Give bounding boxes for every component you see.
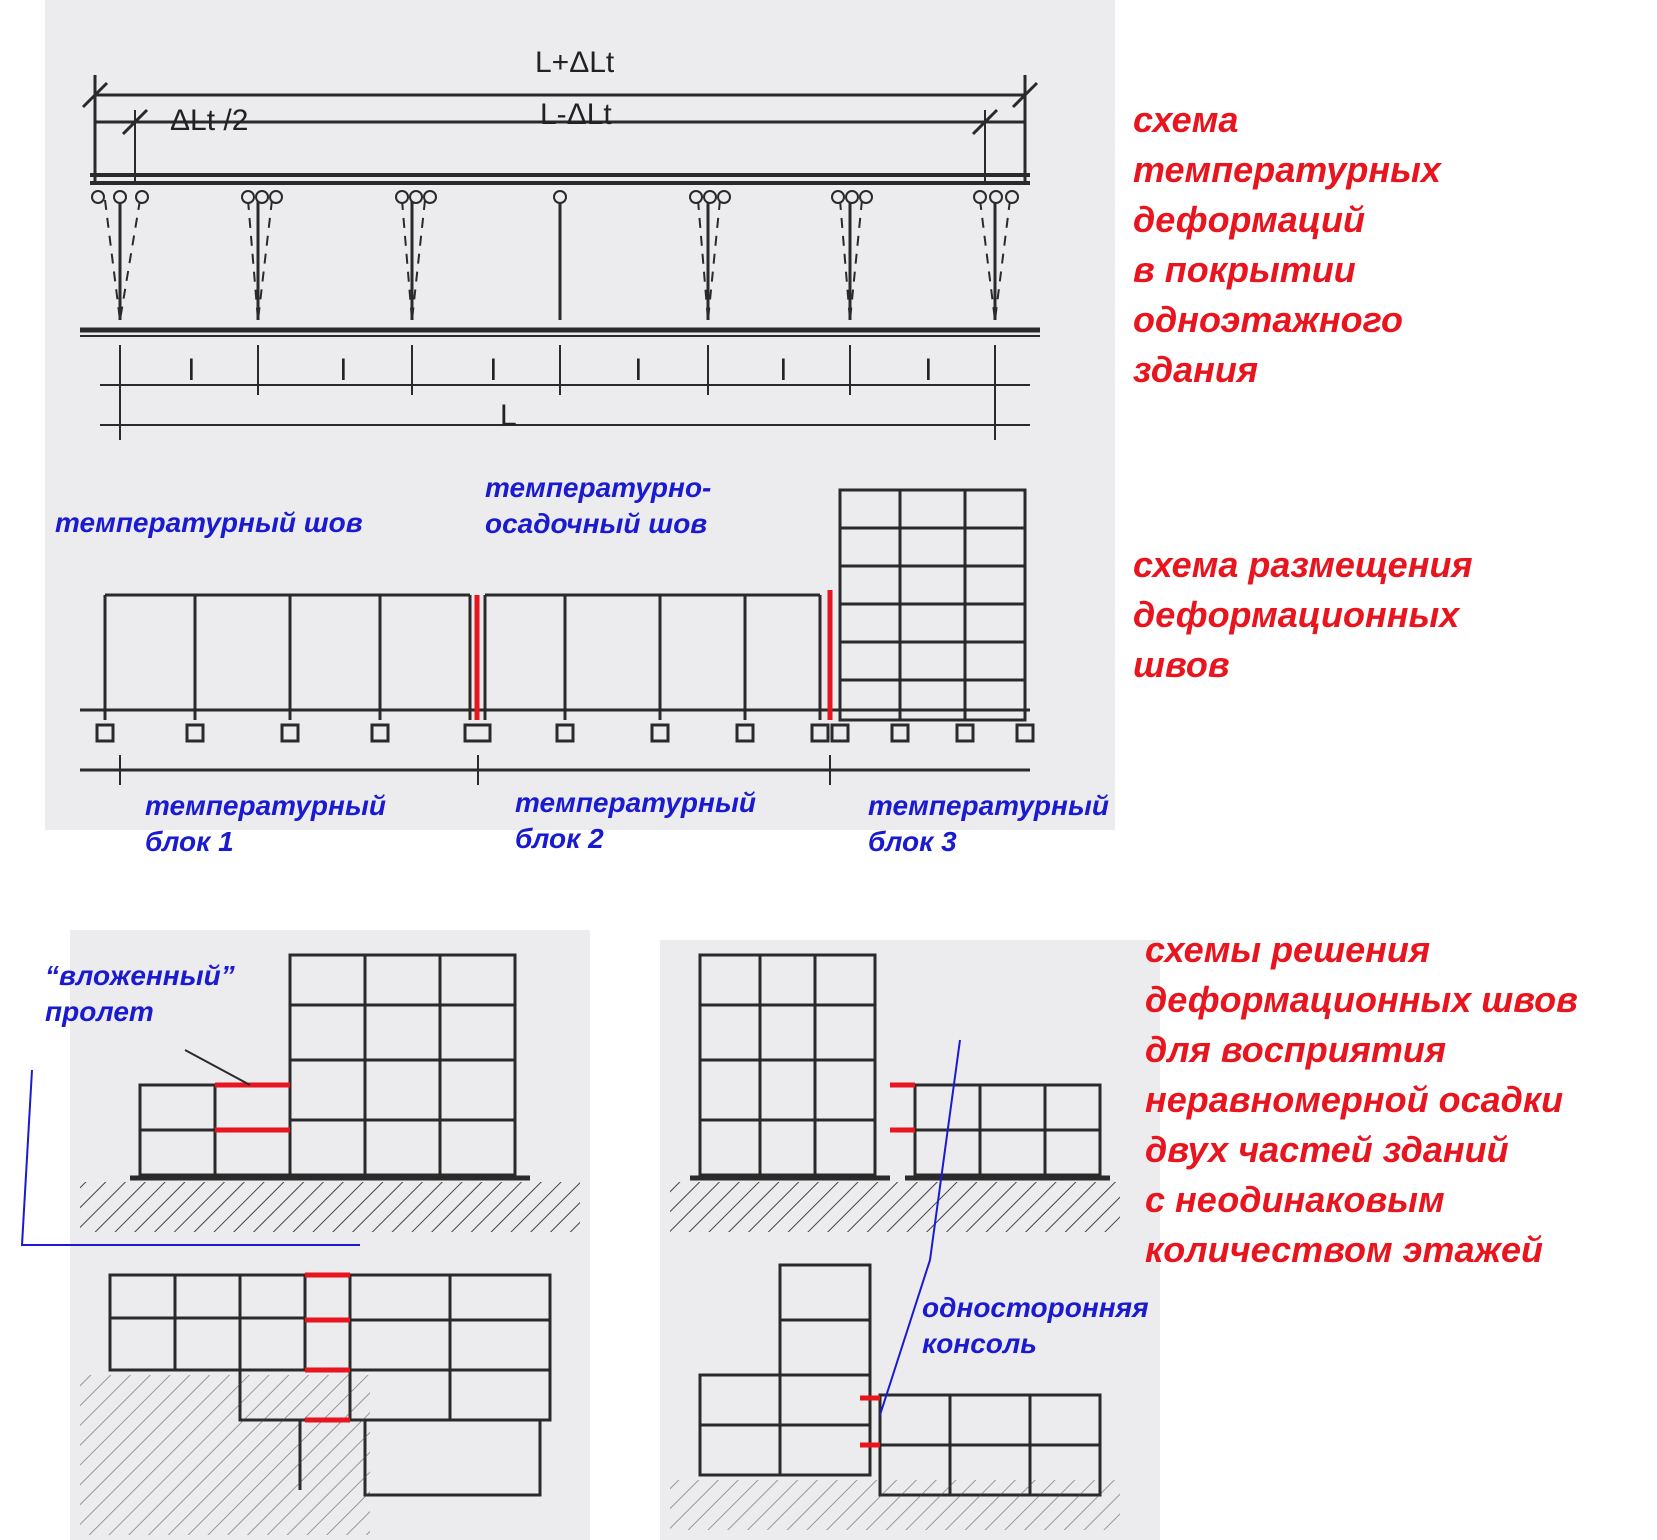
caption-line: одноэтажного: [1133, 299, 1403, 340]
thermo-settle-joint-label: температурно- осадочный шов: [485, 470, 711, 542]
label-line: осадочный шов: [485, 508, 708, 539]
dim-span-6: l: [925, 354, 932, 387]
ground-hatch-right-lower: [670, 1480, 1120, 1530]
caption-line: деформаций: [1133, 199, 1365, 240]
dim-span-4: l: [635, 354, 642, 387]
label-line: односторонняя: [922, 1292, 1149, 1323]
caption-line: деформационных: [1133, 594, 1460, 635]
console-leader-line: [879, 1039, 961, 1416]
block3-label: температурный блок 3: [868, 788, 1109, 860]
label-line: температурный: [868, 790, 1109, 821]
nested-span-pointer: [184, 1049, 251, 1086]
caption-line: температурных: [1133, 149, 1441, 190]
caption-line: в покрытии: [1133, 249, 1356, 290]
ground-hatch-left-upper: [80, 1182, 580, 1232]
ground-hatch-right-upper: [670, 1182, 1120, 1232]
dim-l-plus-dlt: L+ΔLt: [535, 46, 615, 79]
label-line: блок 3: [868, 826, 957, 857]
caption-line: схемы решения: [1145, 929, 1431, 970]
caption-line: схема размещения: [1133, 544, 1473, 585]
dim-span-2: l: [340, 354, 347, 387]
label-line: пролет: [45, 996, 154, 1027]
label-line: “вложенный”: [45, 960, 235, 991]
label-line: температурный: [145, 790, 386, 821]
console-diagram-upper-right: [690, 953, 1110, 1181]
caption-line: деформационных швов: [1145, 979, 1578, 1020]
label-line: температурно-: [485, 472, 712, 503]
caption-line: здания: [1133, 349, 1259, 390]
label-line: температурный: [515, 787, 756, 818]
nested-span-leader-line: [20, 1069, 360, 1246]
dim-dlt-half: ΔLt /2: [170, 104, 248, 137]
caption-line: неравномерной осадки: [1145, 1079, 1564, 1120]
block2-label: температурный блок 2: [515, 785, 756, 857]
label-line: блок 1: [145, 826, 234, 857]
joint-placement-diagram: [80, 488, 1035, 785]
one-side-console-label: односторонняя консоль: [922, 1290, 1149, 1362]
scan-background-right: [660, 940, 1160, 1540]
caption-line: с неодинаковым: [1145, 1179, 1445, 1220]
dim-span-1: l: [188, 354, 195, 387]
caption-line: швов: [1133, 644, 1230, 685]
console-joints-lower-right: [860, 1395, 880, 1448]
console-joints-lower-left: [305, 1272, 350, 1423]
joints-scheme-caption: схема размещения деформационных швов: [1133, 540, 1473, 690]
ground-hatch-left-lower: [80, 1375, 370, 1535]
thermal-scheme-caption: схема температурных деформаций в покрыти…: [1133, 95, 1441, 395]
nested-span-joints-upper: [215, 1082, 290, 1133]
caption-line: схема: [1133, 99, 1239, 140]
block1-label: температурный блок 1: [145, 788, 386, 860]
dim-total-l: L: [500, 399, 517, 432]
caption-line: двух частей зданий: [1145, 1129, 1509, 1170]
dim-span-3: l: [490, 354, 497, 387]
console-joints-upper-right: [890, 1082, 915, 1133]
caption-line: количеством этажей: [1145, 1229, 1543, 1270]
settlement-scheme-caption: схемы решения деформационных швов для во…: [1145, 925, 1578, 1275]
thermal-deformation-diagram: [80, 75, 1040, 440]
label-line: блок 2: [515, 823, 604, 854]
thermal-joint-label: температурный шов: [55, 507, 363, 538]
dim-l-minus-dlt: L-ΔLt: [540, 98, 612, 131]
dim-span-5: l: [780, 354, 787, 387]
label-line: консоль: [922, 1328, 1037, 1359]
scan-background-top: [45, 0, 1115, 830]
caption-line: для восприятия: [1145, 1029, 1447, 1070]
nested-span-label: “вложенный” пролет: [45, 958, 235, 1030]
